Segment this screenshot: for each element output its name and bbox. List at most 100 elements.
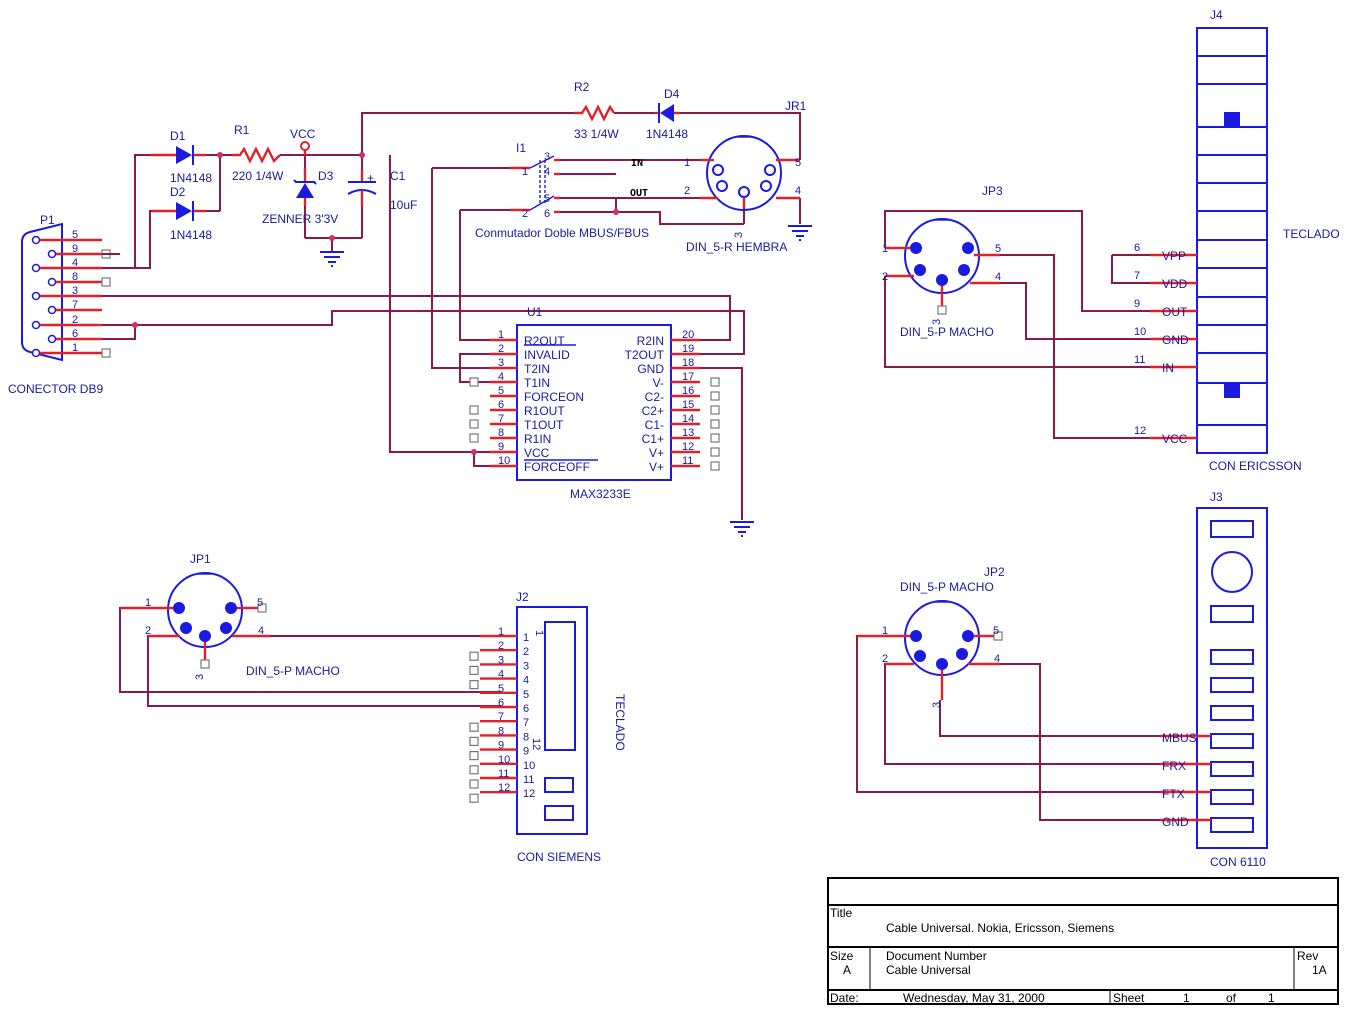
u1-left-pin-num: 3 [498,357,504,369]
d2-ref: D2 [170,185,186,199]
junctions [132,152,619,455]
u1-right-pin-name: V+ [649,460,664,474]
u1-open-pin [710,391,720,401]
j2-open-pin [469,793,479,803]
size-value: A [843,963,851,977]
j4-side: TECLADO [1283,227,1340,241]
j2-pin-inner-num: 9 [523,746,529,758]
jp1-pin2: 2 [145,625,151,637]
u1-left-pin-num: 2 [498,343,504,355]
db9-pin-hole [31,235,41,245]
j3-ref: J3 [1210,490,1223,504]
j2-pin-num: 7 [498,711,504,723]
r2-ref: R2 [574,80,590,94]
u1-left-pin-name: FORCEOFF [524,460,590,474]
db9-pin-hole [47,334,57,344]
j2-pin-num: 2 [498,640,504,652]
j2-inner-12: 12 [530,738,542,750]
u1-right-pin-name: R2IN [637,334,664,348]
zener-d3: D3 ZENNER 3'3V [262,168,338,226]
i1-pin6: 6 [544,208,550,220]
u1-right-pin-name: C1- [645,418,664,432]
diode-d2: D2 1N4148 [152,185,212,242]
j2-pin-inner-num: 1 [523,632,529,644]
u1-ref: U1 [527,305,543,319]
u1-right-pin-num: 18 [682,357,694,369]
jp2-pin3: 3 [931,702,943,708]
u1-right-pin-name: T2OUT [625,348,665,362]
j4-pin-num: 12 [1134,425,1146,437]
j2-pin-inner-num: 6 [523,703,529,715]
u1-open-pin [469,377,479,387]
j3-gnd: GND [1162,815,1189,829]
u1-right-pin-num: 14 [682,413,694,425]
db9-pin-label: 3 [72,285,78,297]
u1-right-pin-num: 13 [682,427,694,439]
din-jp1: 1 2 3 4 5 JP1 DIN_5-P MACHO [120,552,340,680]
jp3-pin3: 3 [931,319,943,325]
jr1-name: DIN_5-R HEMBRA [686,240,787,254]
db9-pin-label: 8 [72,271,78,283]
jr1-pin3: 3 [733,232,745,238]
d4-value: 1N4148 [646,127,688,141]
u1-open-pin [710,419,720,429]
u1-left-pin-name: R1IN [524,432,551,446]
din-jp3: 1 2 3 4 5 JP3 DIN_5-P MACHO [882,184,1003,339]
u1-right-pin-num: 15 [682,399,694,411]
u1-right-pin-name: V- [653,376,664,390]
j2-open-pin [469,765,479,775]
i1-pin5: 5 [544,193,550,205]
diode-d1: D1 1N4148 [150,129,212,185]
resistor-r2: R2 33 1/4W [574,80,619,141]
u1-left-pin-num: 10 [498,455,510,467]
c1-value: 10uF [390,198,417,212]
db9-pin-label: 6 [72,328,78,340]
j4-pin-num: 6 [1134,242,1140,254]
sheet-value: 1 [1183,991,1190,1005]
jp2-ref: JP2 [984,565,1005,579]
u1-open-pin [469,419,479,429]
j4-name: CON ERICSSON [1209,459,1302,473]
j3-ftx: FTX [1162,787,1185,801]
r1-value: 220 1/4W [232,169,284,183]
u1-open-pin [710,461,720,471]
u1-left-pin-name: FORCEON [524,390,584,404]
vcc-symbol: VCC [290,127,316,155]
d3-value: ZENNER 3'3V [262,212,338,226]
u1-left-pin-name: INVALID [524,348,570,362]
i1-pin4: 4 [544,166,550,178]
j2-open-pin [469,722,479,732]
db9-open-pin [101,348,111,358]
of-label: of [1226,991,1237,1005]
jr1-pin2: 2 [684,185,690,197]
vcc-label: VCC [290,127,316,141]
jp3-ref: JP3 [982,184,1003,198]
jp2-pin1: 1 [882,625,888,637]
j2-pin-inner-num: 8 [523,731,529,743]
j2-pin-num: 1 [498,626,504,638]
u1-right-pin-num: 16 [682,385,694,397]
din-jr1: 1 2 3 4 5 IN OUT JR1 DIN_5-R HEMBRA [630,99,807,254]
db9-open-pin [101,277,111,287]
db9-pin-hole [31,348,41,358]
j3-frx: FRX [1162,759,1186,773]
capacitor-c1: + C1 10uF [347,169,417,212]
d1-ref: D1 [170,129,186,143]
u1-left-pin-num: 7 [498,413,504,425]
d4-ref: D4 [664,87,680,101]
j4-pin-name: VDD [1162,277,1188,291]
jp1-pin5: 5 [257,597,263,609]
db9-pin-hole [47,305,57,315]
r2-value: 33 1/4W [574,127,619,141]
db9-pin-label: 7 [72,299,78,311]
c1-ref: C1 [390,169,406,183]
u1-left-pin-num: 5 [498,385,504,397]
i1-ref: I1 [516,141,526,155]
u1-right-pin-name: C1+ [642,432,664,446]
i1-pin1: 1 [522,166,528,178]
db9-pin-label: 5 [72,229,78,241]
db9-pin-hole [47,277,57,287]
db9-pin-hole [31,291,41,301]
r1-ref: R1 [234,123,250,137]
